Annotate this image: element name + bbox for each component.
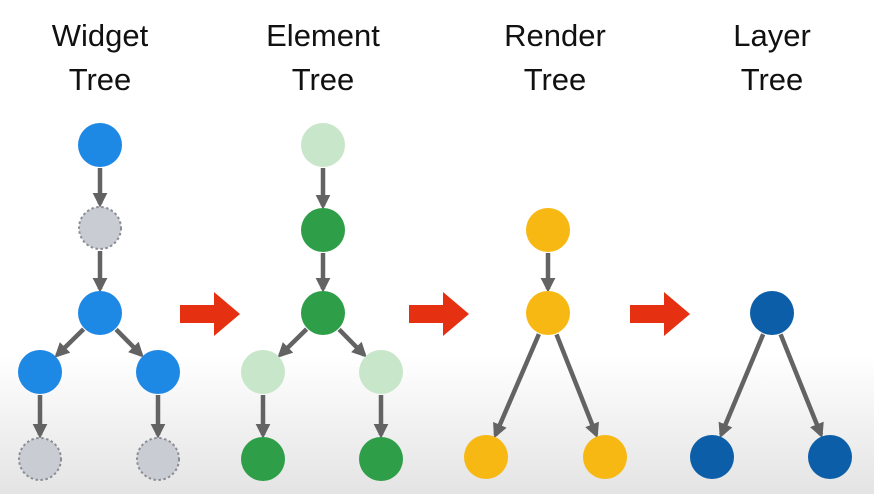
layer-tree-node bbox=[690, 435, 734, 479]
render-tree-node bbox=[464, 435, 508, 479]
element-tree-title-line2: Tree bbox=[291, 62, 355, 97]
element-tree-title: Element Tree bbox=[233, 14, 413, 102]
render-to-layer-arrow bbox=[630, 292, 690, 336]
widget-tree-title: Widget Tree bbox=[10, 14, 190, 102]
widget-tree-node bbox=[78, 206, 122, 250]
render-tree-title-line1: Render bbox=[504, 18, 606, 53]
widget-to-element-arrow bbox=[180, 292, 240, 336]
layer-tree-edge bbox=[778, 333, 824, 439]
render-tree-edge bbox=[554, 333, 600, 439]
render-tree-edge bbox=[493, 333, 541, 439]
edges bbox=[32, 168, 824, 439]
render-tree-title-line2: Tree bbox=[523, 62, 587, 97]
widget-tree-node bbox=[18, 350, 62, 394]
render-tree-node bbox=[583, 435, 627, 479]
layer-tree-title: Layer Tree bbox=[682, 14, 862, 102]
widget-tree-node bbox=[136, 437, 180, 481]
element-tree-node bbox=[301, 291, 345, 335]
widget-tree-title-line1: Widget bbox=[51, 18, 149, 53]
widget-tree-edge bbox=[54, 327, 86, 358]
element-tree-node bbox=[241, 350, 285, 394]
layer-tree-edge bbox=[718, 333, 766, 439]
layer-tree-title-line2: Tree bbox=[740, 62, 804, 97]
element-tree-edge bbox=[277, 327, 309, 358]
widget-tree-node bbox=[78, 123, 122, 167]
layer-tree-node bbox=[808, 435, 852, 479]
render-tree-title: Render Tree bbox=[465, 14, 645, 102]
widget-tree-edge bbox=[114, 327, 144, 358]
widget-tree-title-line2: Tree bbox=[68, 62, 132, 97]
widget-tree-node bbox=[136, 350, 180, 394]
layer-tree-node bbox=[750, 291, 794, 335]
widget-tree-node bbox=[78, 291, 122, 335]
element-tree-title-line1: Element bbox=[266, 18, 380, 53]
element-tree-node bbox=[359, 437, 403, 481]
nodes bbox=[18, 123, 852, 481]
element-tree-node bbox=[301, 123, 345, 167]
transition-arrows bbox=[180, 292, 690, 336]
element-tree-node bbox=[301, 208, 345, 252]
element-to-render-arrow bbox=[409, 292, 469, 336]
render-tree-node bbox=[526, 291, 570, 335]
element-tree-node bbox=[359, 350, 403, 394]
layer-tree-title-line1: Layer bbox=[733, 18, 811, 53]
render-tree-node bbox=[526, 208, 570, 252]
element-tree-node bbox=[241, 437, 285, 481]
widget-tree-node bbox=[18, 437, 62, 481]
element-tree-edge bbox=[337, 327, 367, 358]
